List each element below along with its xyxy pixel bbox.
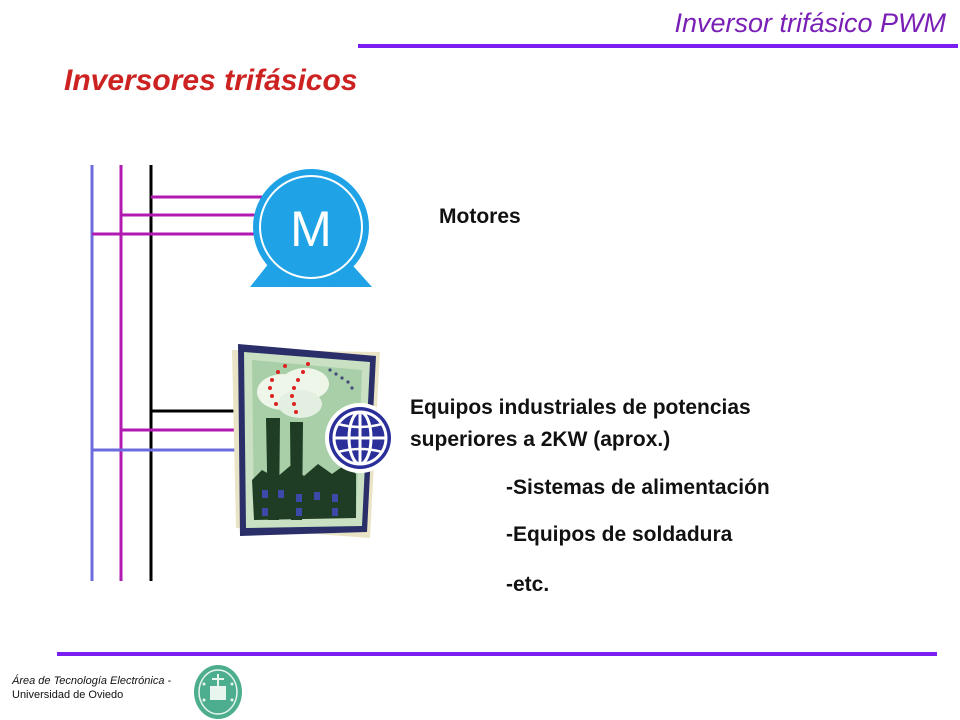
- header-rule: [358, 44, 958, 48]
- motor-icon: M: [250, 169, 372, 287]
- footer-rule: [57, 652, 937, 656]
- factory-clipart-icon: [232, 344, 380, 538]
- motor-symbol: M: [290, 201, 332, 257]
- university-seal-icon: [194, 665, 242, 719]
- three-phase-bus: [90, 165, 153, 581]
- industrial-equipment-line1: Equipos industriales de potencias: [410, 396, 751, 419]
- footer-credit: Área de Tecnología Electrónica - Univers…: [12, 674, 171, 702]
- item-etc: -etc.: [506, 573, 550, 596]
- footer-line-1: Área de Tecnología Electrónica -: [12, 675, 172, 687]
- item-welding-equipment: -Equipos de soldadura: [506, 523, 733, 546]
- slide-title: Inversores trifásicos: [64, 64, 358, 97]
- header-title: Inversor trifásico PWM: [674, 8, 946, 38]
- motors-label: Motores: [439, 205, 521, 228]
- industrial-equipment-line2: superiores a 2KW (aprox.): [410, 428, 671, 451]
- globe-icon: [325, 403, 395, 473]
- motor-connections: [92, 195, 262, 236]
- factory-connections: [92, 409, 240, 452]
- item-power-supply-systems: -Sistemas de alimentación: [506, 476, 770, 499]
- footer-line-2: Universidad de Oviedo: [12, 689, 124, 701]
